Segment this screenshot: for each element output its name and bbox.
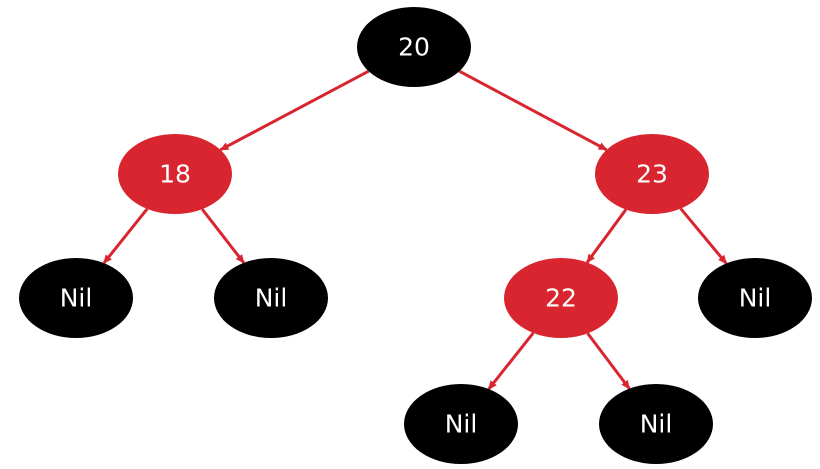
tree-node-n18: 18 <box>118 134 232 214</box>
tree-node-n23: 23 <box>595 134 709 214</box>
node-shape-n22 <box>504 258 618 338</box>
node-label-nil18r: Nil <box>255 284 288 313</box>
edge-n18-to-nil18r <box>201 208 245 264</box>
edge-n20-to-n18 <box>219 69 370 152</box>
tree-node-n20: 20 <box>357 7 471 87</box>
node-label-nil22r: Nil <box>640 410 673 439</box>
edge-n23-to-nil23r <box>679 207 728 265</box>
node-shape-nil22r <box>599 384 713 464</box>
node-shape-nil23r <box>698 258 812 338</box>
node-label-n18: 18 <box>159 160 191 189</box>
edge-n22-to-nil22l <box>487 332 535 390</box>
tree-node-nil22r: Nil <box>599 384 713 464</box>
edge-n18-to-nil18l <box>102 207 149 265</box>
node-shape-n20 <box>357 7 471 87</box>
edges-layer <box>102 69 728 390</box>
node-label-nil18l: Nil <box>60 284 93 313</box>
tree-node-n22: 22 <box>504 258 618 338</box>
node-shape-nil18r <box>214 258 328 338</box>
edge-n22-to-nil22r <box>586 332 631 390</box>
node-label-nil22l: Nil <box>445 410 478 439</box>
edge-n23-to-n22 <box>585 208 628 264</box>
node-label-nil23r: Nil <box>739 284 772 313</box>
tree-node-nil18l: Nil <box>19 258 133 338</box>
edge-n20-to-n23 <box>458 69 608 152</box>
node-shape-nil22l <box>404 384 518 464</box>
node-label-n20: 20 <box>398 33 430 62</box>
node-label-n23: 23 <box>636 160 668 189</box>
tree-node-nil22l: Nil <box>404 384 518 464</box>
node-label-n22: 22 <box>545 284 577 313</box>
node-shape-n18 <box>118 134 232 214</box>
node-shape-n23 <box>595 134 709 214</box>
tree-node-nil23r: Nil <box>698 258 812 338</box>
tree-node-nil18r: Nil <box>214 258 328 338</box>
node-shape-nil18l <box>19 258 133 338</box>
